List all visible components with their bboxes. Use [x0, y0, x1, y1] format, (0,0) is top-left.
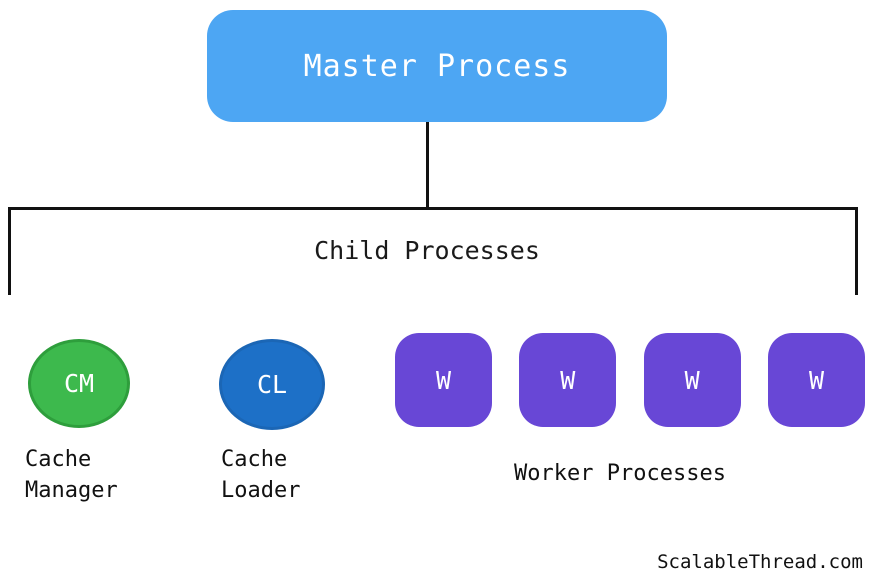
- master-process-label: Master Process: [303, 48, 571, 84]
- cache-manager-abbr: CM: [63, 369, 95, 398]
- worker-node-2: W: [519, 333, 617, 427]
- children-bracket-horizontal-line: [8, 207, 858, 210]
- watermark-text: ScalableThread.com: [657, 551, 863, 573]
- cache-loader-abbr: CL: [256, 370, 288, 399]
- worker-node-1: W: [395, 333, 492, 427]
- worker-1-abbr: W: [435, 365, 452, 395]
- worker-processes-caption: Worker Processes: [514, 461, 726, 486]
- master-to-children-connector-line: [426, 122, 429, 208]
- master-process-node: Master Process: [207, 10, 667, 122]
- children-bracket-right-line: [855, 207, 858, 295]
- cache-manager-caption: Cache Manager: [25, 444, 118, 506]
- cache-manager-node: CM: [28, 339, 130, 428]
- cache-loader-caption: Cache Loader: [221, 444, 300, 506]
- cache-manager-caption-line1: Cache: [25, 447, 92, 472]
- cache-loader-caption-line2: Loader: [221, 478, 301, 503]
- cache-loader-node: CL: [219, 339, 325, 430]
- worker-node-3: W: [643, 333, 741, 427]
- cache-loader-caption-line1: Cache: [221, 447, 288, 472]
- cache-manager-caption-line2: Manager: [25, 478, 118, 503]
- worker-2-abbr: W: [560, 365, 576, 395]
- children-bracket-left-line: [8, 207, 11, 295]
- child-processes-heading: Child Processes: [314, 236, 540, 265]
- worker-nodes-row: W W W W: [395, 333, 865, 427]
- worker-node-4: W: [767, 333, 865, 427]
- worker-3-abbr: W: [684, 365, 700, 395]
- worker-4-abbr: W: [808, 365, 825, 395]
